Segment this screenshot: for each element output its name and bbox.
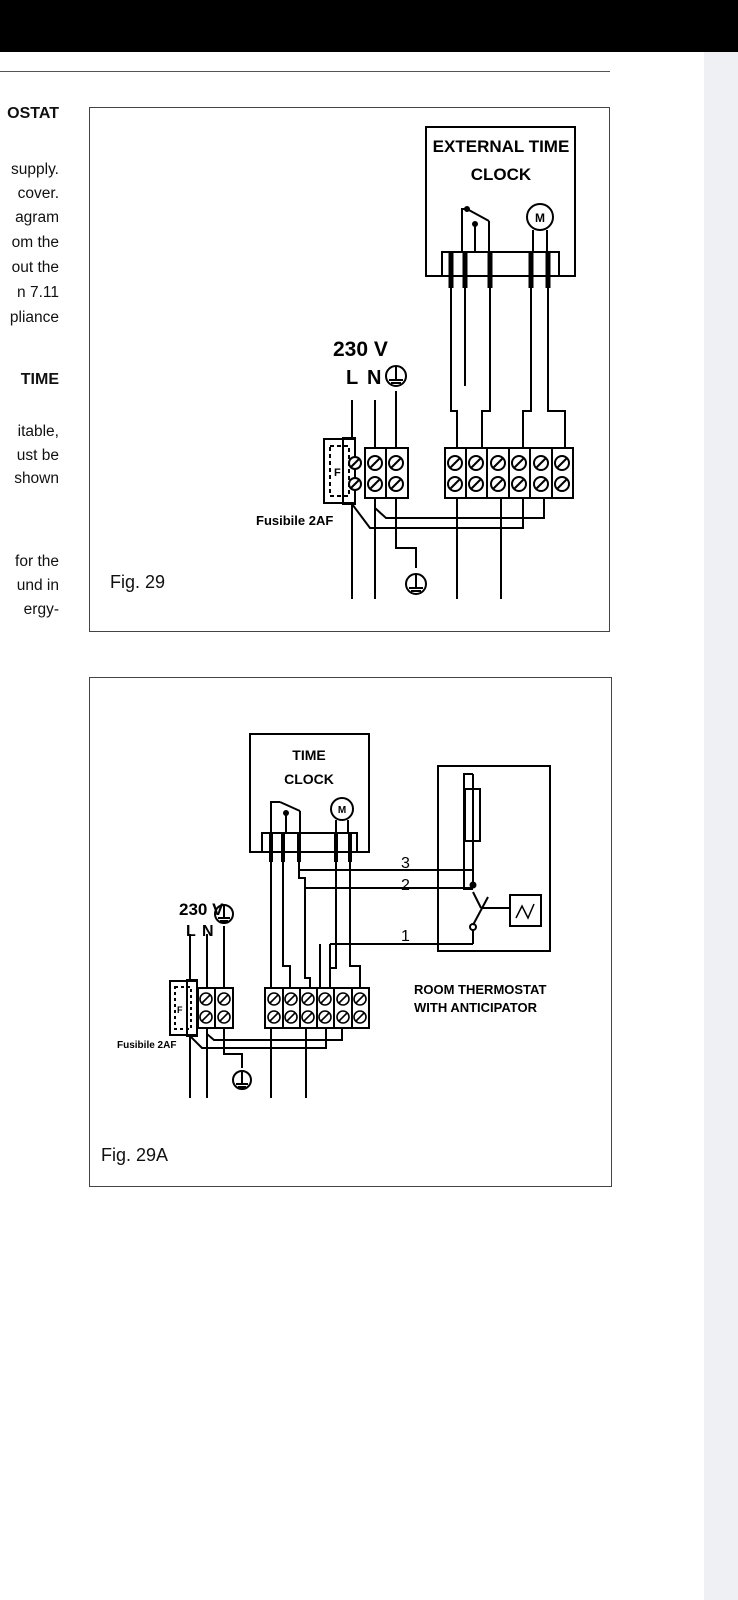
- text-line: pliance: [9, 309, 59, 326]
- voltage-label: 230 V: [179, 900, 224, 919]
- header-rule: [0, 71, 610, 72]
- text-line: shown: [14, 470, 59, 487]
- side-panel: [704, 52, 738, 1600]
- clock-label-line2: CLOCK: [284, 771, 334, 787]
- top-bar: [0, 0, 738, 52]
- wiring-diagram-29a: TIME CLOCK M 230 V L N F Fusibile 2AF RO…: [101, 733, 551, 1165]
- thermostat-box: [437, 765, 551, 952]
- figure-caption: Fig. 29A: [101, 1145, 168, 1165]
- live-label: L: [346, 367, 358, 389]
- fuse-letter: F: [177, 1005, 183, 1015]
- motor-symbol: [330, 797, 354, 821]
- text-line: cover.: [17, 185, 59, 202]
- neutral-label: N: [367, 367, 381, 389]
- text-line: und in: [16, 577, 59, 594]
- text-line: om the: [11, 234, 59, 251]
- clock-terminal-bar: [261, 832, 358, 853]
- clock-label-line1: TIME: [292, 747, 325, 763]
- wiring-diagram-29: EXTERNAL TIME CLOCK M 230 V L N F Fusibi…: [110, 126, 576, 599]
- clock-label-line2: CLOCK: [471, 165, 532, 184]
- text-column: OSTAT supply. cover. agram om the out th…: [0, 90, 59, 650]
- text-line: n 7.11: [17, 284, 59, 301]
- wire-label-3: 3: [401, 855, 410, 872]
- clock-label-line1: EXTERNAL TIME: [433, 137, 570, 156]
- wire-label-1: 1: [401, 928, 410, 945]
- figure-caption: Fig. 29: [110, 572, 165, 592]
- live-label: L: [186, 923, 196, 940]
- voltage-label: 230 V: [333, 338, 388, 361]
- fuse-letter: F: [334, 467, 341, 479]
- motor-label: M: [338, 805, 346, 816]
- motor-symbol: [526, 203, 554, 231]
- wire-label-2: 2: [401, 877, 410, 894]
- section-heading-time: TIME: [20, 371, 59, 388]
- motor-label: M: [535, 211, 545, 225]
- fuse-label: Fusibile 2AF: [117, 1040, 176, 1051]
- text-line: itable,: [17, 423, 59, 440]
- text-line: agram: [15, 209, 59, 226]
- figure-29a: TIME CLOCK M 230 V L N F Fusibile 2AF RO…: [89, 677, 612, 1187]
- section-heading-thermostat: OSTAT: [7, 105, 59, 122]
- text-line: ust be: [16, 447, 59, 464]
- thermostat-label-line2: WITH ANTICIPATOR: [414, 1000, 538, 1015]
- text-line: supply.: [11, 161, 59, 178]
- neutral-label: N: [202, 923, 214, 940]
- text-line: ergy-: [23, 601, 59, 618]
- text-line: out the: [11, 259, 59, 276]
- figure-29: EXTERNAL TIME CLOCK M 230 V L N F Fusibi…: [89, 107, 610, 632]
- fuse-label: Fusibile 2AF: [256, 513, 333, 528]
- text-line: for the: [15, 553, 59, 570]
- thermostat-label-line1: ROOM THERMOSTAT: [414, 982, 546, 997]
- clock-terminal-bar: [441, 251, 560, 277]
